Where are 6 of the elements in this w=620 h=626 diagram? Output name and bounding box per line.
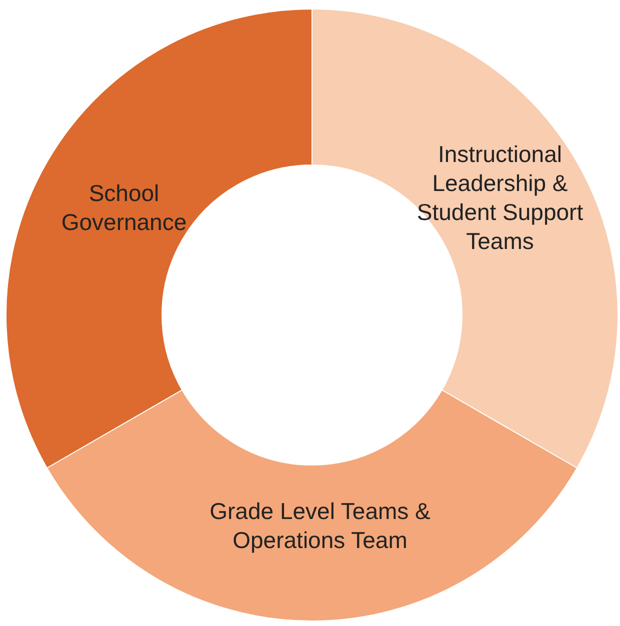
segment-label: Grade Level Teams & Operations Team — [208, 497, 432, 555]
segment-label: Instructional Leadership & Student Support Teams — [416, 140, 584, 256]
donut-segment — [6, 9, 312, 469]
donut-segment — [46, 390, 578, 621]
donut-segment — [312, 9, 618, 468]
segment-label: School Governance — [60, 179, 188, 237]
